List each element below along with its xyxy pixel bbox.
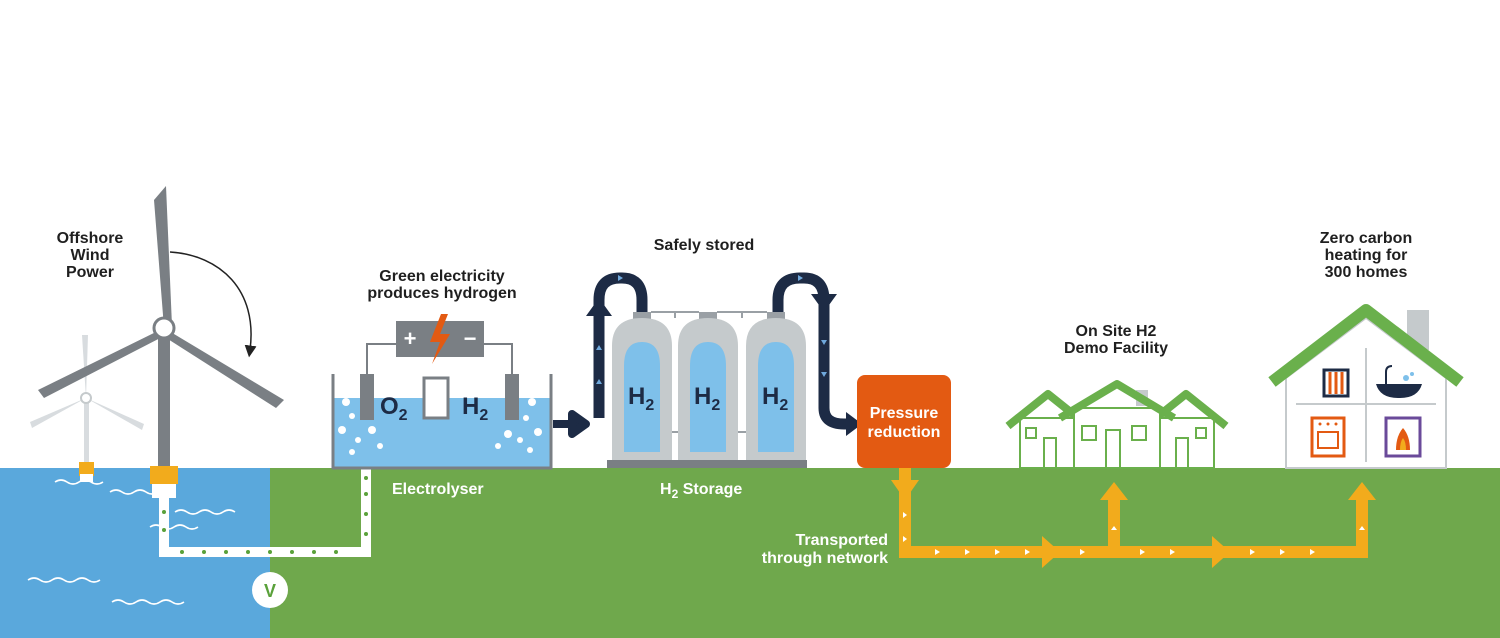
zero-carbon-label-line1: Zero carbon <box>1320 230 1412 247</box>
demo-facility-houses-icon <box>1005 380 1229 469</box>
sea-pipeline <box>159 468 371 557</box>
small-wind-turbine-icon <box>30 335 144 482</box>
plus-sign: + <box>404 326 417 351</box>
oven-icon <box>1310 416 1346 458</box>
storage-tank-3 <box>746 312 806 460</box>
pressure-reduction-box <box>857 375 951 468</box>
storage-pipe-arrowhead <box>846 412 862 436</box>
offshore-label-line3: Power <box>66 264 114 281</box>
zero-carbon-home-icon <box>1268 304 1464 469</box>
offshore-label-line1: Offshore <box>57 230 124 247</box>
oxygen-label: O2 <box>380 393 408 424</box>
tank-label-2: H2 <box>694 383 720 414</box>
transported-label-line2: through network <box>762 550 888 567</box>
radiator-icon <box>1322 368 1350 398</box>
house-center <box>1057 380 1177 469</box>
storage-pipe-arrowhead <box>586 298 612 316</box>
house-left <box>1005 390 1091 469</box>
transported-label-line1: Transported <box>796 532 888 549</box>
demo-facility-label-line2: Demo Facility <box>1064 340 1168 357</box>
tank-label-3: H2 <box>762 383 788 414</box>
house-right <box>1136 390 1229 469</box>
electrolyser-icon <box>331 314 553 470</box>
pressure-label-line2: reduction <box>868 424 941 441</box>
demo-facility-label-line1: On Site H2 <box>1076 323 1157 340</box>
network-markers <box>903 512 1365 555</box>
lightning-icon <box>430 314 450 364</box>
green-electricity-label-line1: Green electricity <box>379 268 505 285</box>
sea-waves <box>27 479 236 605</box>
bath-icon <box>1376 365 1422 398</box>
storage-tanks <box>607 311 807 468</box>
storage-tank-2 <box>678 312 738 460</box>
hydrogen-label: H2 <box>462 393 488 424</box>
storage-label: H2 Storage <box>660 481 742 501</box>
flow-arrow-to-storage <box>553 410 590 438</box>
large-wind-turbine-icon <box>38 186 284 498</box>
electrolyser-label: Electrolyser <box>392 481 484 498</box>
storage-tank-1 <box>612 312 672 460</box>
zero-carbon-label-line3: 300 homes <box>1325 264 1408 281</box>
storage-pipe-markers <box>596 275 827 384</box>
green-electricity-label-line2: produces hydrogen <box>367 285 516 302</box>
tank-label-1: H2 <box>628 383 654 414</box>
minus-sign: − <box>464 326 477 351</box>
zero-carbon-label-line2: heating for <box>1325 247 1408 264</box>
safely-stored-label: Safely stored <box>654 237 754 254</box>
valve-icon: V <box>252 572 288 608</box>
network-arrowheads <box>891 480 1376 568</box>
offshore-label-line2: Wind <box>71 247 110 264</box>
fireplace-icon <box>1384 416 1422 458</box>
pressure-label-line1: Pressure <box>870 405 939 422</box>
valve-letter: V <box>264 581 276 601</box>
storage-pipe-arrowhead <box>811 294 837 312</box>
